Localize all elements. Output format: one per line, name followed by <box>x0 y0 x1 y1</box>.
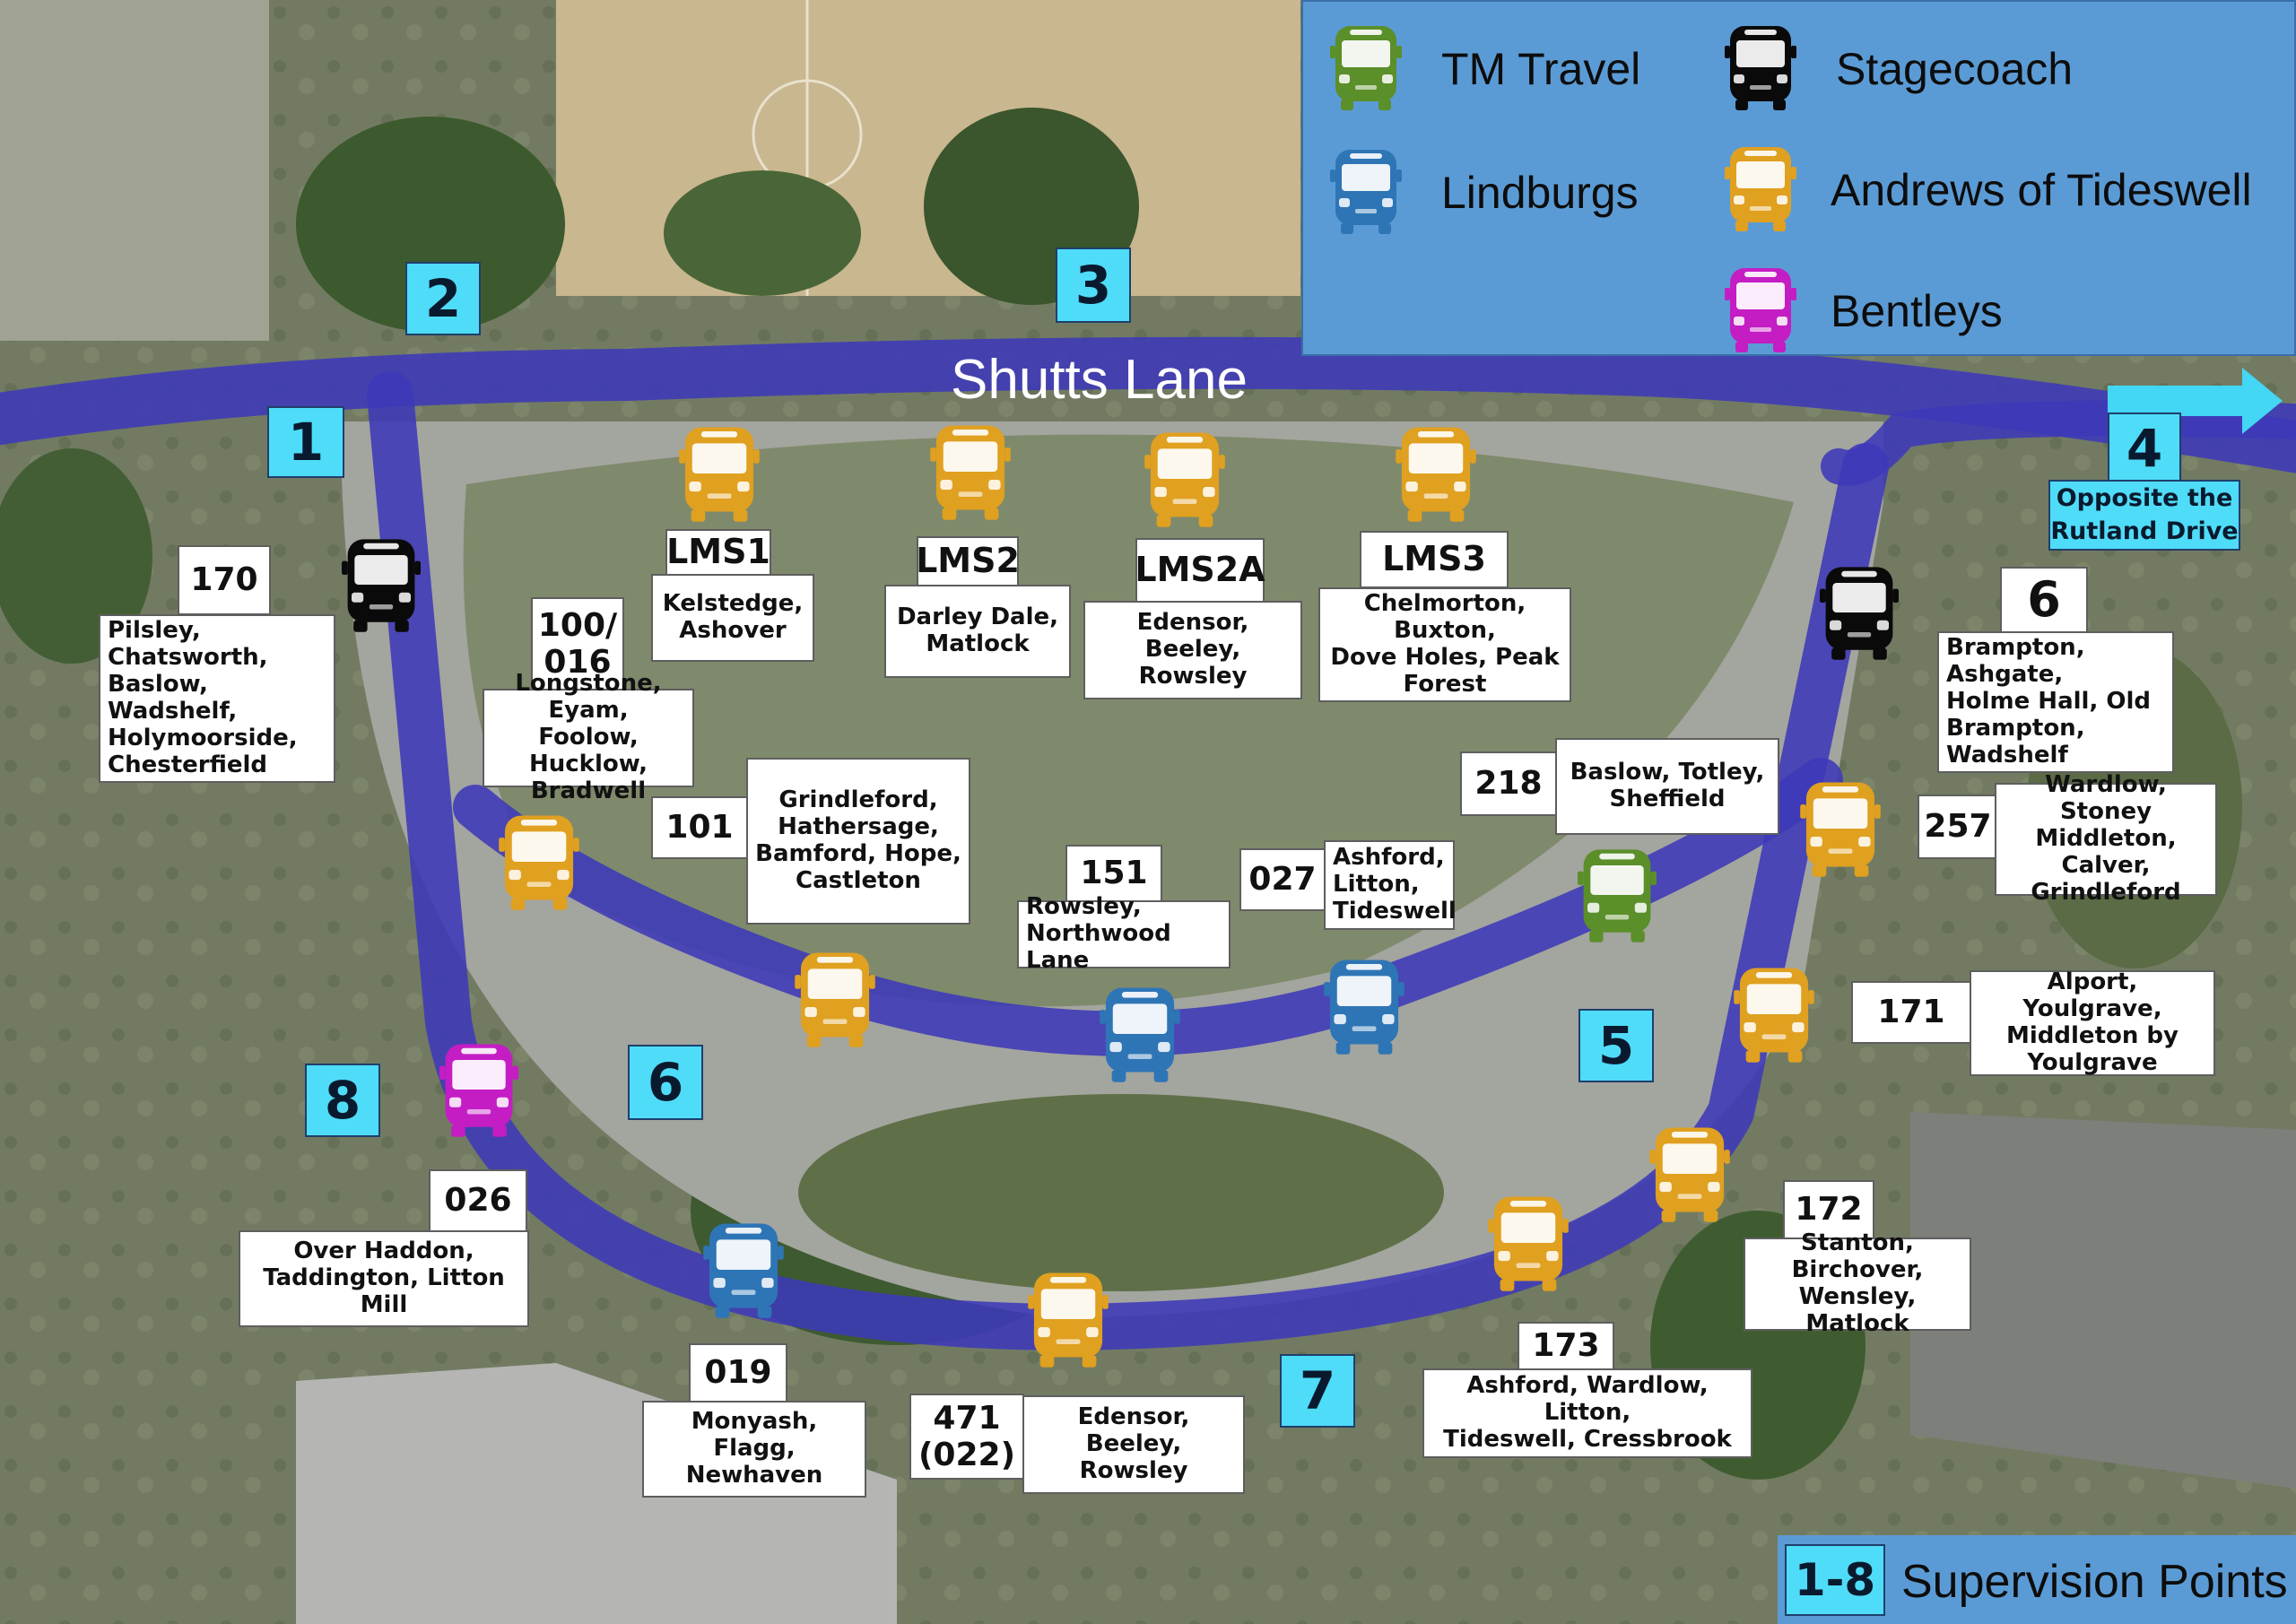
bus-icon-tm-travel <box>1577 846 1657 944</box>
route-destinations-027: Ashford, Litton, Tideswell <box>1324 840 1457 930</box>
route-number-471-022: 471 (022) <box>909 1394 1024 1480</box>
legend-item-bentleys: Bentleys <box>1725 262 2003 360</box>
route-number-101: 101 <box>651 796 748 859</box>
building-right <box>1910 1112 2296 1489</box>
bus-icon-andrews <box>498 812 580 912</box>
road-name: Shutts Lane <box>951 349 1248 411</box>
route-number-218: 218 <box>1460 751 1557 816</box>
legend-label: Bentleys <box>1831 286 2003 336</box>
route-number-173: 173 <box>1518 1322 1614 1370</box>
route-destinations-170: Pilsley, Chatsworth, Baslow, Wadshelf, H… <box>99 614 335 783</box>
bus-icon-andrews <box>1027 1269 1109 1369</box>
legend-item-andrews: Andrews of Tideswell <box>1725 141 2252 239</box>
supervision-point-4: 4 <box>2108 413 2181 484</box>
route-destinations-lms3: Chelmorton, Buxton, Dove Holes, Peak For… <box>1318 587 1571 702</box>
bus-icon <box>1330 143 1402 242</box>
bus-icon-andrews <box>1487 1193 1570 1293</box>
bus-icon-stagecoach <box>1819 563 1900 662</box>
route-destinations-172: Stanton, Birchover, Wensley, Matlock <box>1744 1229 1971 1337</box>
route-destinations-257: Wardlow, Stoney Middleton, Calver, Grind… <box>1995 771 2217 906</box>
bus-icon-andrews <box>1144 429 1226 529</box>
bus-icon-andrews <box>678 423 761 524</box>
bus-icon-andrews <box>1733 964 1815 1064</box>
bus-icon <box>1725 262 1796 360</box>
supervision-point-7: 7 <box>1280 1354 1355 1428</box>
route-number-257: 257 <box>1918 795 1998 859</box>
sports-field <box>556 0 1300 296</box>
legend-label: Stagecoach <box>1836 44 2074 94</box>
route-destinations-100-016: Longstone, Eyam, Foolow, Hucklow, Bradwe… <box>483 670 694 804</box>
route-number-lms2: LMS2 <box>916 536 1020 586</box>
route-number-172: 172 <box>1783 1180 1874 1239</box>
bus-icon-andrews <box>1648 1124 1731 1224</box>
route-destinations-026: Over Haddon, Taddington, Litton Mill <box>239 1230 529 1327</box>
route-destinations-6: Brampton, Ashgate, Holme Hall, Old Bramp… <box>1937 631 2174 773</box>
route-destinations-lms1: Kelstedge, Ashover <box>651 574 814 662</box>
direction-arrow <box>2108 368 2283 434</box>
bus-icon-andrews <box>1799 778 1882 879</box>
supervision-point-4-description: Opposite the Rutland Drive <box>2048 480 2240 551</box>
bus-icon-lindburgs <box>1099 984 1181 1084</box>
bus-icon-lindburgs <box>1323 956 1405 1056</box>
bus-icon-bentleys <box>439 1040 519 1139</box>
bus-icon-andrews <box>794 949 876 1049</box>
route-number-100-016: 100/ 016 <box>531 597 624 690</box>
route-destinations-218: Baslow, Totley, Sheffield <box>1555 738 1779 835</box>
bus-icon <box>1725 141 1796 239</box>
legend-item-tm-travel: TM Travel <box>1330 20 1640 118</box>
route-destinations-151: Rowsley, Northwood Lane <box>1017 893 1231 974</box>
trees <box>296 117 565 332</box>
bus-icon <box>1330 20 1402 118</box>
legend-item-lindburgs: Lindburgs <box>1330 143 1639 242</box>
bus-icon-andrews <box>1395 423 1477 524</box>
bus-icon <box>1725 20 1796 118</box>
route-number-lms1: LMS1 <box>665 529 771 576</box>
route-destinations-471-022: Edensor, Beeley, Rowsley <box>1022 1395 1245 1494</box>
supervision-key-label: Supervision Points <box>1901 1556 2288 1608</box>
route-destinations-019: Monyash, Flagg, Newhaven <box>642 1401 866 1498</box>
supervision-key: 1-8 Supervision Points <box>1778 1535 2296 1624</box>
supervision-point-1: 1 <box>267 406 344 478</box>
legend-label: TM Travel <box>1441 44 1641 94</box>
route-number-6: 6 <box>2000 567 2088 633</box>
field-top-left <box>0 0 269 341</box>
route-destinations-lms2: Darley Dale, Matlock <box>884 585 1071 678</box>
route-destinations-101: Grindleford, Hathersage, Bamford, Hope, … <box>746 758 970 925</box>
route-number-019: 019 <box>689 1343 787 1403</box>
legend-label: Lindburgs <box>1441 168 1639 218</box>
legend-label: Andrews of Tideswell <box>1831 165 2252 215</box>
route-destinations-lms2a: Edensor, Beeley, Rowsley <box>1083 601 1302 699</box>
route-destinations-173: Ashford, Wardlow, Litton, Tideswell, Cre… <box>1422 1368 1752 1458</box>
supervision-point-5: 5 <box>1578 1009 1654 1082</box>
route-number-lms3: LMS3 <box>1360 531 1509 588</box>
route-number-026: 026 <box>429 1169 527 1232</box>
supervision-point-3: 3 <box>1056 248 1131 323</box>
supervision-point-2: 2 <box>405 262 481 335</box>
route-number-lms2a: LMS2A <box>1135 538 1265 603</box>
route-number-171: 171 <box>1851 981 1971 1044</box>
operator-legend: TM Travel Stagecoach Lindburgs <box>1301 0 2296 356</box>
supervision-point-6: 6 <box>628 1045 703 1120</box>
route-number-170: 170 <box>178 545 271 615</box>
bus-icon-lindburgs <box>702 1220 785 1320</box>
supervision-point-8: 8 <box>305 1064 380 1137</box>
bus-icon-andrews <box>929 421 1012 522</box>
route-number-027: 027 <box>1239 848 1326 911</box>
route-destinations-171: Alport, Youlgrave, Middleton by Youlgrav… <box>1970 968 2215 1076</box>
legend-item-stagecoach: Stagecoach <box>1725 20 2073 118</box>
supervision-key-badge: 1-8 <box>1785 1544 1885 1616</box>
bus-icon-stagecoach <box>341 535 422 634</box>
